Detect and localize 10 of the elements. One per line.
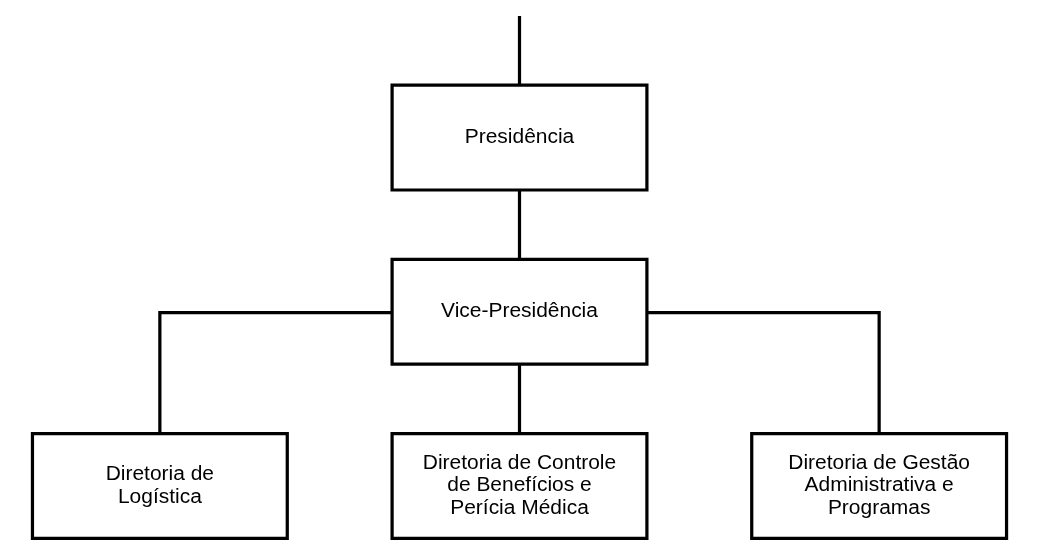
node-box: Diretoria de Gestão Administrativa e Programas <box>749 431 1008 540</box>
node-box: Diretoria de Controle de Benefícios e Perícia Médica <box>389 431 649 540</box>
connector <box>517 16 521 85</box>
node-box: Presidência <box>389 83 649 192</box>
connector <box>646 310 881 434</box>
connector <box>517 364 521 434</box>
node-box: Diretoria de Logística <box>30 431 289 540</box>
connector <box>157 310 392 434</box>
node-box: Vice-Presidência <box>389 257 649 366</box>
connector <box>517 190 521 260</box>
